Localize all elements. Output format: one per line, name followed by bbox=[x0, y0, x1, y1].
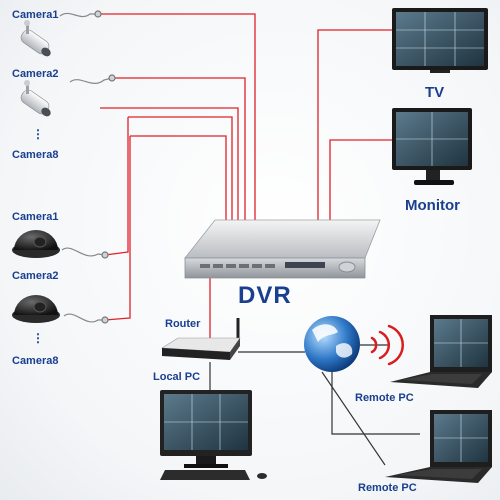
router-label: Router bbox=[165, 318, 201, 330]
internet-globe-icon bbox=[304, 316, 360, 372]
camera-wires bbox=[98, 13, 392, 345]
bullet-camera-2-label: Camera2 bbox=[12, 68, 59, 80]
bullet-camera-2 bbox=[20, 80, 51, 117]
bullet-camera-1-label: Camera1 bbox=[12, 9, 59, 21]
wireless-signal-icon bbox=[370, 324, 404, 366]
dome-camera-ellipsis: ⋮ bbox=[32, 331, 44, 345]
monitor-label: Monitor bbox=[405, 197, 460, 214]
bullet-camera-ellipsis: ⋮ bbox=[32, 127, 44, 141]
local-pc-label: Local PC bbox=[153, 371, 201, 383]
router-device bbox=[161, 318, 241, 360]
tv-screen bbox=[392, 8, 488, 73]
tv-label: TV bbox=[425, 84, 445, 101]
dome-camera-1-label: Camera1 bbox=[12, 211, 59, 223]
network-wires bbox=[209, 344, 420, 466]
remote-pc-2-label: Remote PC bbox=[358, 482, 417, 494]
dome-camera-2-label: Camera2 bbox=[12, 270, 59, 282]
remote-laptop-2 bbox=[385, 410, 492, 483]
remote-laptop-1 bbox=[390, 315, 492, 388]
local-pc bbox=[160, 390, 267, 480]
bullet-camera-8-label: Camera8 bbox=[12, 149, 59, 161]
dvr-label: DVR bbox=[238, 282, 292, 309]
monitor-screen bbox=[392, 108, 472, 185]
dvr-device bbox=[184, 219, 381, 279]
bullet-camera-1 bbox=[20, 20, 51, 57]
dome-camera-2 bbox=[12, 295, 60, 323]
remote-pc-1-label: Remote PC bbox=[355, 392, 414, 404]
camera-cable-connectors bbox=[59, 10, 116, 324]
dome-camera-8-label: Camera8 bbox=[12, 355, 59, 367]
dome-camera-1 bbox=[12, 230, 60, 258]
